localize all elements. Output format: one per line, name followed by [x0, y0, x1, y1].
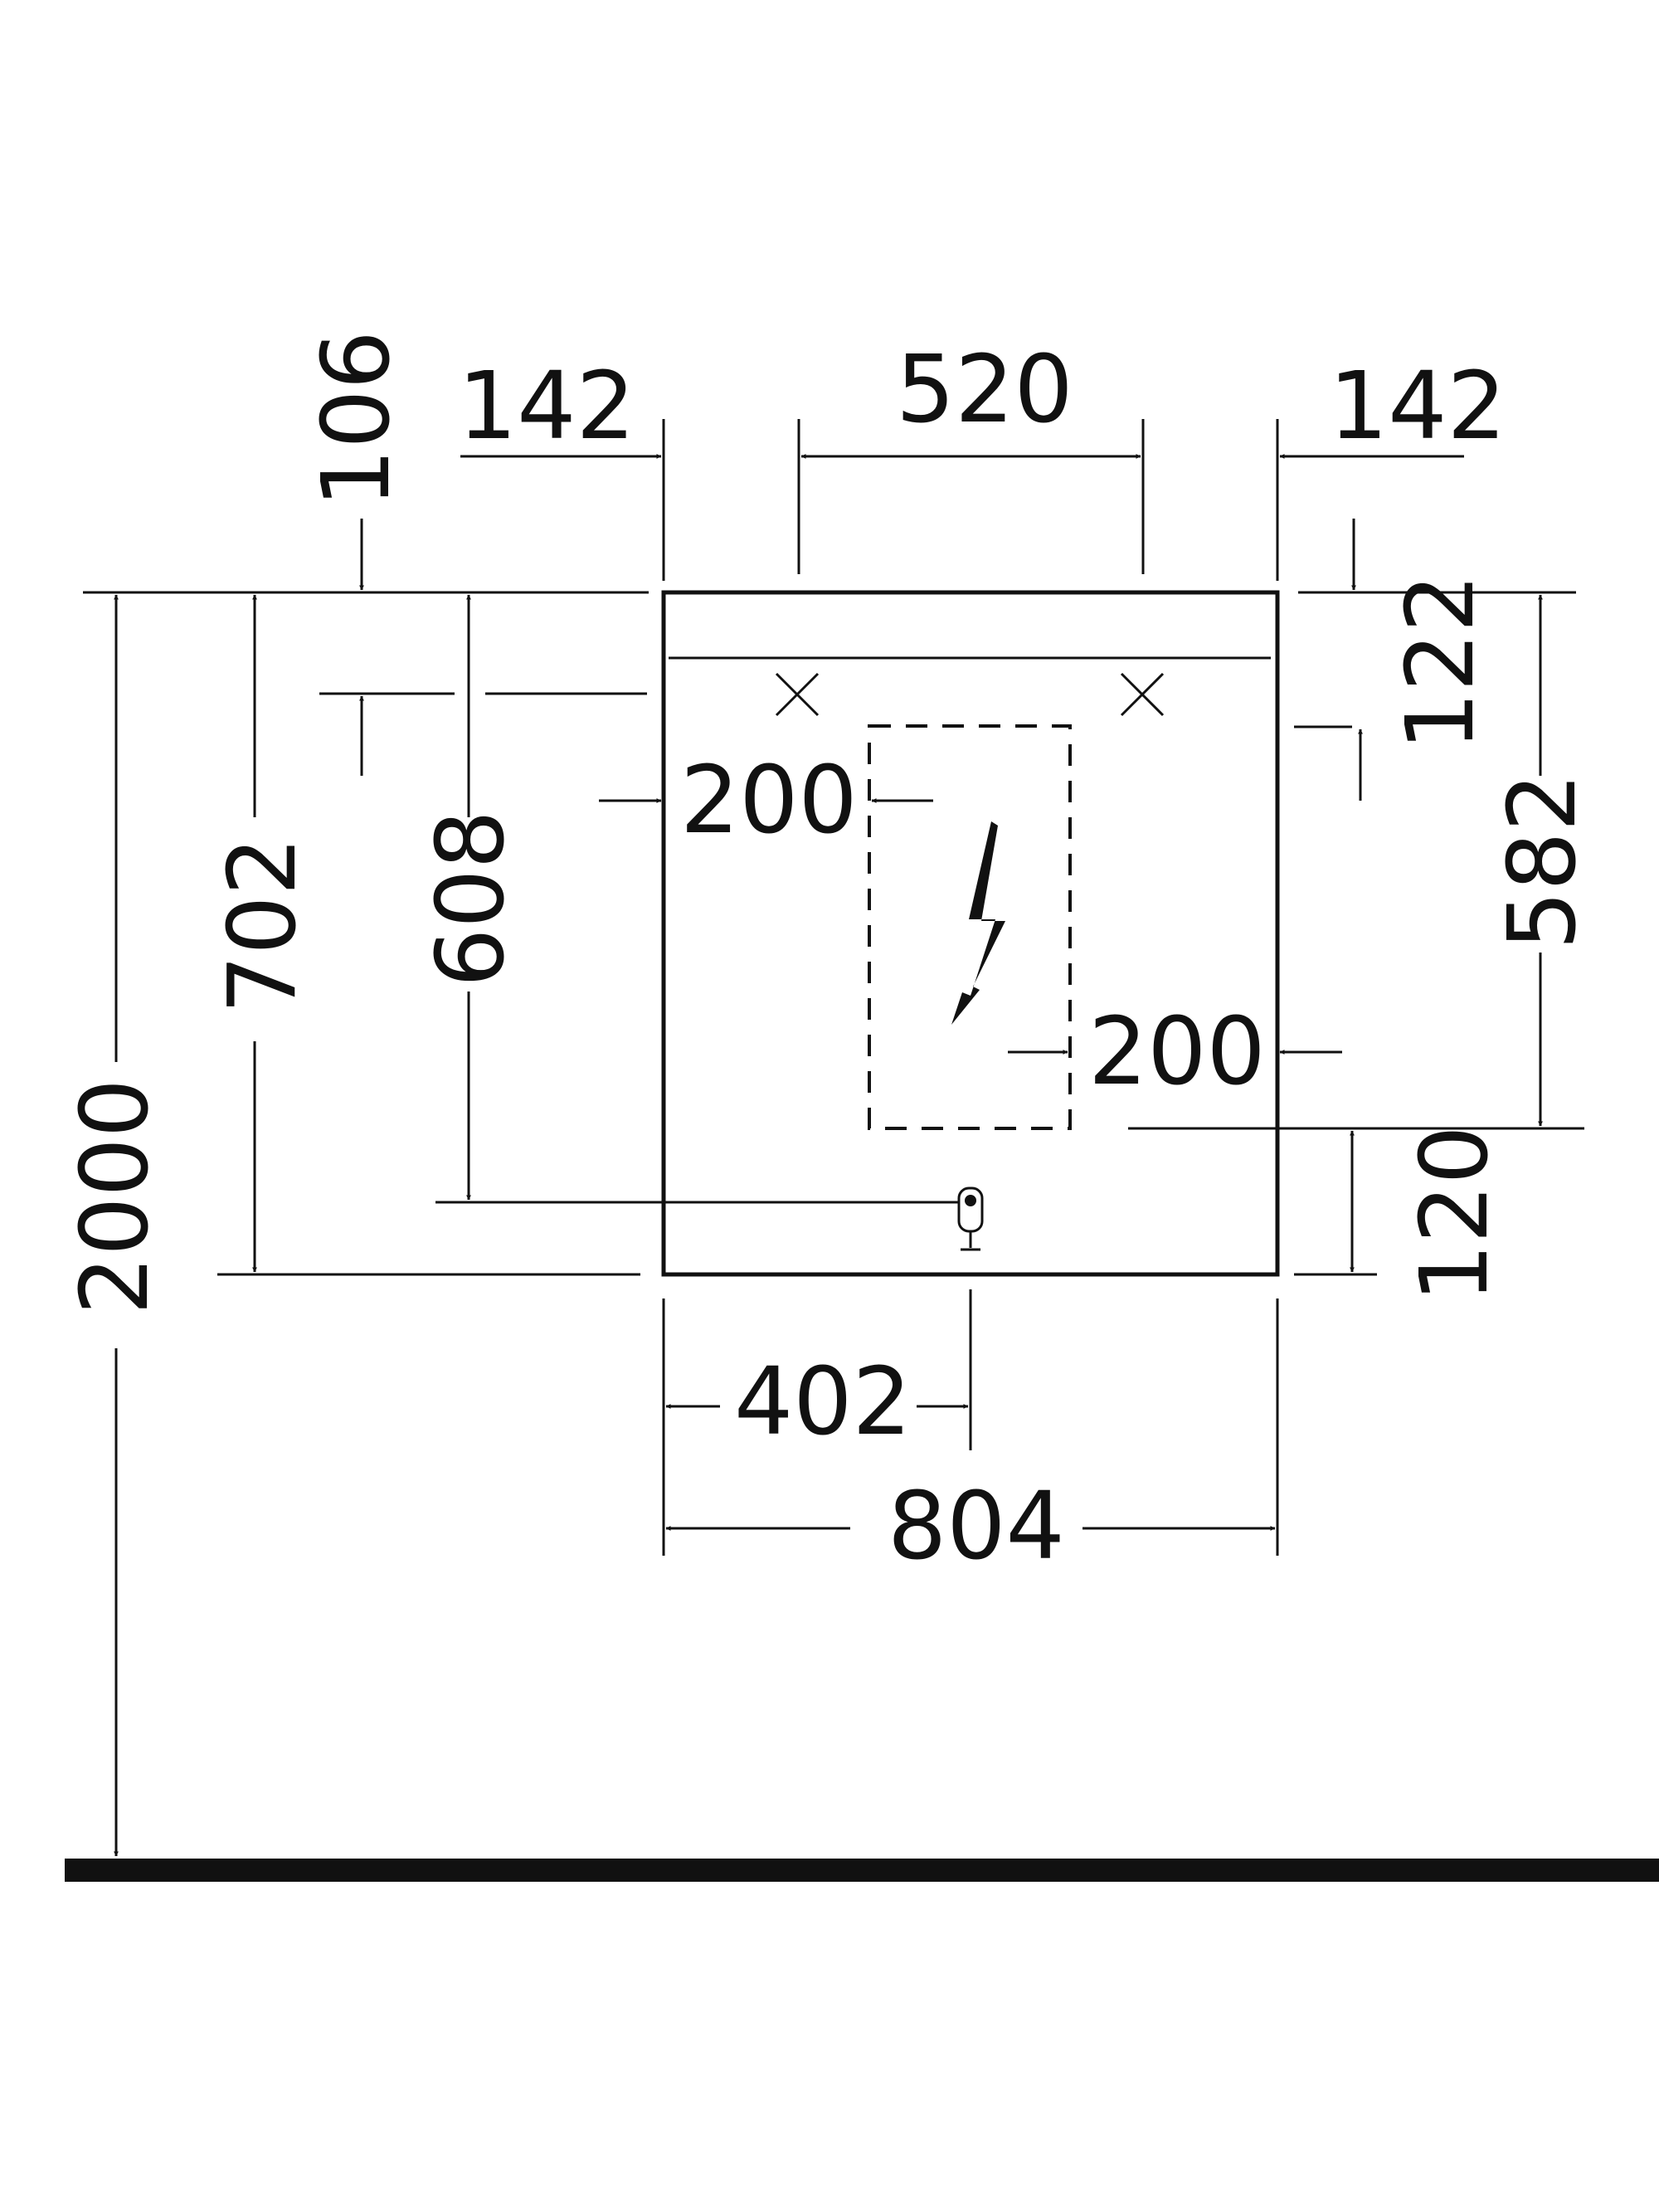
- dimension-142-right: 142: [1279, 353, 1506, 460]
- cross-mark-icon: [775, 672, 820, 717]
- dimension-text: 402: [734, 1348, 912, 1456]
- dimension-text: 608: [417, 810, 525, 987]
- dimension-text: 142: [1329, 353, 1506, 460]
- cabinet-outline: [661, 590, 1280, 1277]
- dimension-text: 200: [680, 747, 858, 855]
- cross-mark-icon: [1120, 672, 1165, 717]
- drain-outlet-icon: [957, 1186, 984, 1251]
- lightning-bolt-icon: [951, 821, 1005, 1025]
- dimension-106: 106: [303, 330, 411, 776]
- dimension-520: 520: [800, 336, 1141, 459]
- dimension-text: 582: [1489, 772, 1597, 950]
- floor-line: [65, 1859, 1659, 1882]
- extension-lines: [83, 419, 1584, 1556]
- dimension-text: 120: [1401, 1125, 1509, 1303]
- dimension-2000: 2000: [61, 594, 169, 1857]
- dimension-text: 520: [896, 336, 1073, 444]
- dimension-text: 142: [458, 353, 635, 460]
- dimension-text: 122: [1387, 573, 1495, 751]
- dimension-200-right: 200: [1008, 998, 1342, 1106]
- dimension-text: 702: [209, 836, 317, 1014]
- dimension-200-left: 200: [599, 747, 933, 855]
- dimension-702: 702: [209, 594, 317, 1273]
- dimension-142-left: 142: [458, 353, 662, 460]
- electrical-zone-dashed: [868, 724, 1072, 1130]
- dimension-582: 582: [1489, 594, 1597, 1127]
- dimension-text: 2000: [61, 1079, 169, 1315]
- dimension-text: 804: [888, 1473, 1065, 1581]
- dimension-text: 200: [1088, 998, 1266, 1106]
- dimension-120: 120: [1350, 1125, 1509, 1303]
- dimension-804: 804: [665, 1473, 1276, 1581]
- dimension-608: 608: [417, 594, 525, 1201]
- dimension-402: 402: [665, 1348, 969, 1456]
- dimension-122: 122: [1351, 519, 1495, 801]
- dimension-text: 106: [303, 330, 411, 508]
